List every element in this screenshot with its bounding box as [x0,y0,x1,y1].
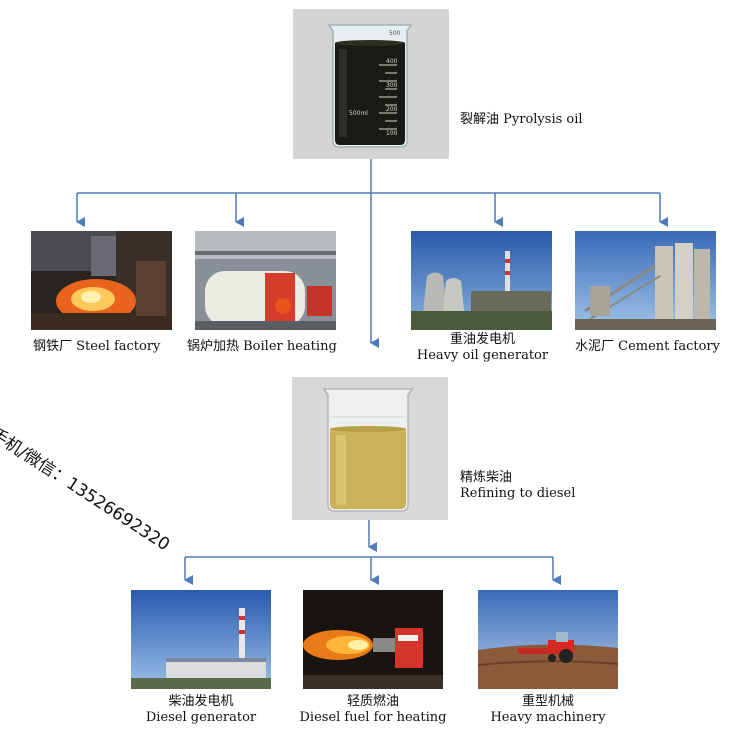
heavy-machinery-label-en: Heavy machinery [490,710,606,725]
beaker-scale-300: 300 [386,82,398,89]
pyrolysis-oil-photo: 500 400 300 200 100 500ml [293,9,449,159]
fuel-heating-photo [303,590,443,689]
cement-factory-label: 水泥厂 Cement factory [575,339,720,354]
diesel-generator-label-en: Diesel generator [145,710,257,725]
diesel-generator-label-cn: 柴油发电机 [168,694,234,709]
heavy-oil-generator-label-cn: 重油发电机 [449,332,515,347]
beaker-scale-200: 200 [386,106,398,113]
fuel-heating-label: 轻质燃油 Diesel fuel for heating [290,694,456,726]
refining-diesel-label-en: Refining to diesel [460,486,576,501]
heavy-oil-generator-label-en: Heavy oil generator [416,348,549,363]
boiler-heating-label: 锅炉加热 Boiler heating [187,339,337,354]
heavy-machinery-photo [478,590,618,689]
beaker-scale-100: 100 [386,130,398,137]
pyrolysis-oil-label: 裂解油 Pyrolysis oil [460,112,583,127]
refining-diesel-label-cn: 精炼柴油 [460,470,513,485]
boiler-heating-photo [195,231,336,330]
diesel-generator-photo [131,590,271,689]
fuel-heating-label-cn: 轻质燃油 [346,694,399,709]
refining-diesel-label: 精炼柴油 Refining to diesel [460,470,575,502]
beaker-scale-500: 500 [389,30,401,37]
heavy-oil-generator-label: 重油发电机 Heavy oil generator [405,332,560,364]
heavy-oil-generator-photo [411,231,552,330]
steel-factory-photo [31,231,172,330]
beaker-volume-label: 500ml [349,110,368,117]
diesel-generator-label: 柴油发电机 Diesel generator [126,694,276,726]
fuel-heating-label-en: Diesel fuel for heating [299,710,447,725]
cement-factory-photo [575,231,716,330]
steel-factory-label: 钢铁厂 Steel factory [33,339,161,354]
heavy-machinery-label-cn: 重型机械 [521,694,574,709]
beaker-scale-400: 400 [386,58,398,65]
heavy-machinery-label: 重型机械 Heavy machinery [473,694,623,726]
refined-diesel-photo [292,377,448,520]
